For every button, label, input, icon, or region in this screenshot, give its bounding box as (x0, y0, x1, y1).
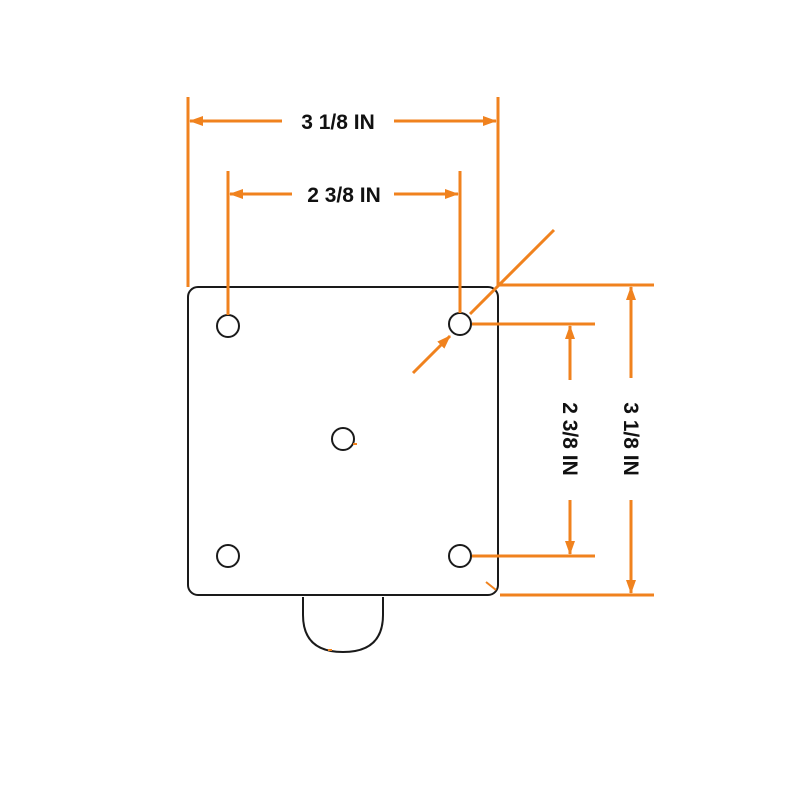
wheel-outline (302, 597, 384, 654)
hole-leader-arrow (411, 334, 452, 375)
label-overall-width: 3 1/8 IN (301, 111, 375, 134)
caster-plate (187, 286, 499, 654)
label-hole-spacing-width: 2 3/8 IN (307, 184, 381, 207)
mount-hole-top-left (216, 314, 240, 338)
dimension-labels: 3 1/8 IN 2 3/8 IN 3 1/8 IN 2 3/8 IN (301, 111, 642, 476)
mount-hole-bottom-right (448, 544, 472, 568)
label-overall-height: 3 1/8 IN (619, 402, 642, 476)
mount-hole-bottom-left (216, 544, 240, 568)
center-hole (331, 427, 355, 451)
hole-leader-line (468, 228, 556, 316)
label-hole-spacing-height: 2 3/8 IN (558, 402, 581, 476)
outline-ticks (328, 443, 497, 651)
dimension-lines (186, 97, 654, 597)
tick-corner (485, 581, 497, 591)
mount-hole-top-right (448, 312, 472, 336)
top-plate-outline (187, 286, 499, 596)
